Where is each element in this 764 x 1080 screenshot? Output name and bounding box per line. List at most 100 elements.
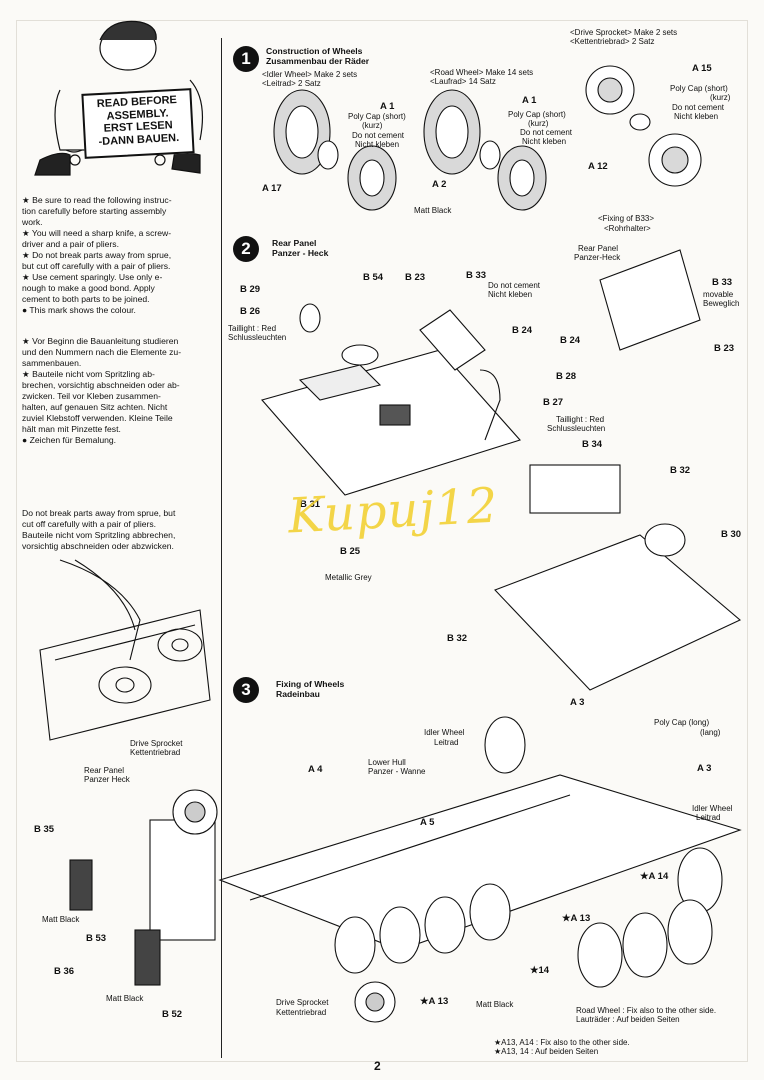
label-idler: Idler Wheel bbox=[424, 728, 465, 737]
label-schluss-2: Schlussleuchten bbox=[547, 424, 606, 433]
note-line: <Idler Wheel> Make 2 sets bbox=[262, 70, 358, 79]
note-line: <Road Wheel> Make 14 sets bbox=[430, 68, 534, 77]
step-1-title: Construction of Wheels Zusammenbau der R… bbox=[266, 46, 369, 66]
label-b25: B 25 bbox=[340, 546, 361, 557]
intro-line: cement to both parts to be joined. bbox=[22, 294, 150, 304]
intro-line: ● Zeichen für Bemalung. bbox=[22, 435, 117, 445]
label-note-2: ★A13, 14 : Auf beiden Seiten bbox=[494, 1047, 599, 1056]
label-poly-3: Poly Cap (short) bbox=[670, 84, 728, 93]
label-leitrad: Leitrad bbox=[434, 738, 459, 747]
step-1-title-de: Zusammenbau der Räder bbox=[266, 56, 370, 66]
label-b31: B 31 bbox=[300, 499, 321, 510]
label-b32: B 32 bbox=[670, 465, 691, 476]
sprue-line: vorsichtig abschneiden oder abzwicken. bbox=[22, 541, 174, 551]
reader-cartoon bbox=[34, 20, 204, 176]
label-a14: ★A 14 bbox=[640, 871, 669, 882]
intro-line: ★ Be sure to read the following instruc- bbox=[22, 195, 172, 205]
step2-drawing bbox=[261, 249, 742, 691]
sprue-note: Do not break parts away from sprue, but … bbox=[22, 508, 218, 552]
watermark: Kupuj12 bbox=[286, 477, 500, 545]
intro-line: but cut off carefully with a pair of pli… bbox=[22, 261, 171, 271]
intro-line: nough to make a good bond. Apply bbox=[22, 283, 155, 293]
label-matt-black: Matt Black bbox=[414, 206, 452, 215]
note-line: <Laufrad> 14 Satz bbox=[430, 77, 496, 86]
step1-drawing bbox=[273, 65, 702, 211]
step3-drawing bbox=[69, 716, 742, 1023]
label-b23-right: B 23 bbox=[714, 343, 735, 354]
label-drive-sprocket: Drive Sprocket bbox=[130, 739, 183, 748]
step-2-title-en: Rear Panel bbox=[272, 238, 317, 248]
label-idler-2: Idler Wheel bbox=[692, 804, 733, 813]
label-no-cement-3: Do not cement bbox=[672, 103, 725, 112]
intro-line: ★ Vor Beginn die Bauanleitung studieren bbox=[22, 336, 179, 346]
intro-line: zuviel Klebstoff verwenden. Kleine Teile bbox=[22, 413, 173, 423]
label-rear-panel-s2: Rear Panel bbox=[578, 244, 619, 253]
note-line: <Kettentriebrad> 2 Satz bbox=[570, 37, 655, 46]
label-laufrader: Lauträder : Auf beiden Seiten bbox=[576, 1015, 680, 1024]
label-b53: B 53 bbox=[86, 933, 107, 944]
label-poly-2: Poly Cap (short) bbox=[508, 110, 566, 119]
label-b30: B 30 bbox=[721, 529, 742, 540]
label-no-cement-2: Do not cement bbox=[520, 128, 573, 137]
intro-line: brechen, vorsichtig abschneiden oder ab- bbox=[22, 380, 180, 390]
label-b52: B 52 bbox=[162, 1009, 183, 1020]
label-nicht-kleben-2: Nicht kleben bbox=[522, 137, 567, 146]
label-b34: B 34 bbox=[582, 439, 603, 450]
intro-line: ● This mark shows the colour. bbox=[22, 305, 136, 315]
label-b24-right: B 24 bbox=[560, 335, 581, 346]
label-nicht-kleben: Nicht kleben bbox=[355, 140, 400, 149]
step-2-badge: 2 bbox=[233, 236, 259, 262]
label-taillight-2: Taillight : Red bbox=[556, 415, 605, 424]
label-no-cement-s2: Do not cement bbox=[488, 281, 541, 290]
label-no-cement: Do not cement bbox=[352, 131, 405, 140]
intro-line: und den Nummern nach die Elemente zu- bbox=[22, 347, 182, 357]
label-fixing-b33: <Fixing of B33> bbox=[598, 214, 655, 223]
label-b28: B 28 bbox=[556, 371, 577, 382]
idler-note: <Idler Wheel> Make 2 sets<Leitrad> 2 Sat… bbox=[262, 70, 357, 88]
step-3-title-de: Radeinbau bbox=[276, 689, 320, 699]
label-b54: B 54 bbox=[363, 272, 384, 283]
label-kettentriebrad-2: Kettentriebrad bbox=[276, 1008, 327, 1017]
label-metallic-grey: Metallic Grey bbox=[325, 573, 372, 582]
step-2-title: Rear Panel Panzer - Heck bbox=[272, 238, 328, 258]
intro-line: ★ Use cement sparingly. Use only e- bbox=[22, 272, 163, 282]
intro-line: driver and a pair of pliers. bbox=[22, 239, 119, 249]
label-rear-panel: Rear Panel bbox=[84, 766, 125, 775]
label-poly-long: Poly Cap (long) bbox=[654, 718, 710, 727]
label-matt-black-1: Matt Black bbox=[42, 915, 80, 924]
page-border bbox=[16, 20, 748, 1062]
label-kurz-3: (kurz) bbox=[710, 93, 731, 102]
intro-line: ★ Do not break parts away from sprue, bbox=[22, 250, 172, 260]
label-road-fix: Road Wheel : Fix also to the other side. bbox=[576, 1006, 717, 1015]
sprue-illustration bbox=[39, 559, 211, 741]
note-line: <Drive Sprocket> Make 2 sets bbox=[570, 28, 678, 37]
intro-german: ★ Vor Beginn die Bauanleitung studieren … bbox=[22, 336, 218, 446]
label-a17: A 17 bbox=[262, 183, 282, 194]
label-b33: B 33 bbox=[466, 270, 487, 281]
page-number: 2 bbox=[374, 1059, 381, 1073]
label-b35: B 35 bbox=[34, 824, 55, 835]
label-star-14: ★14 bbox=[530, 965, 550, 976]
label-lang: (lang) bbox=[700, 728, 721, 737]
step-2-title-de: Panzer - Heck bbox=[272, 248, 329, 258]
label-b36: B 36 bbox=[54, 966, 75, 977]
label-rohrhalter: <Rohrhalter> bbox=[604, 224, 651, 233]
intro-line: sammenbauen. bbox=[22, 358, 82, 368]
label-b26: B 26 bbox=[240, 306, 261, 317]
label-b24: B 24 bbox=[512, 325, 533, 336]
label-b29: B 29 bbox=[240, 284, 261, 295]
intro-line: ★ Bauteile nicht vom Spritzling ab- bbox=[22, 369, 155, 379]
label-kurz: (kurz) bbox=[362, 121, 383, 130]
label-poly: Poly Cap (short) bbox=[348, 112, 406, 121]
column-divider bbox=[221, 38, 222, 1058]
intro-english: ★ Be sure to read the following instruc-… bbox=[22, 195, 218, 316]
sprue-line: Do not break parts away from sprue, but bbox=[22, 508, 176, 518]
label-a12: A 12 bbox=[588, 161, 608, 172]
label-movable: movable bbox=[703, 290, 734, 299]
label-kettentriebrad: Kettentriebrad bbox=[130, 748, 181, 757]
intro-line: tion carefully before starting assembly bbox=[22, 206, 167, 216]
label-note-1: ★A13, A14 : Fix also to the other side. bbox=[494, 1038, 630, 1047]
label-a5: A 5 bbox=[420, 817, 435, 828]
road-note: <Road Wheel> Make 14 sets<Laufrad> 14 Sa… bbox=[430, 68, 533, 86]
